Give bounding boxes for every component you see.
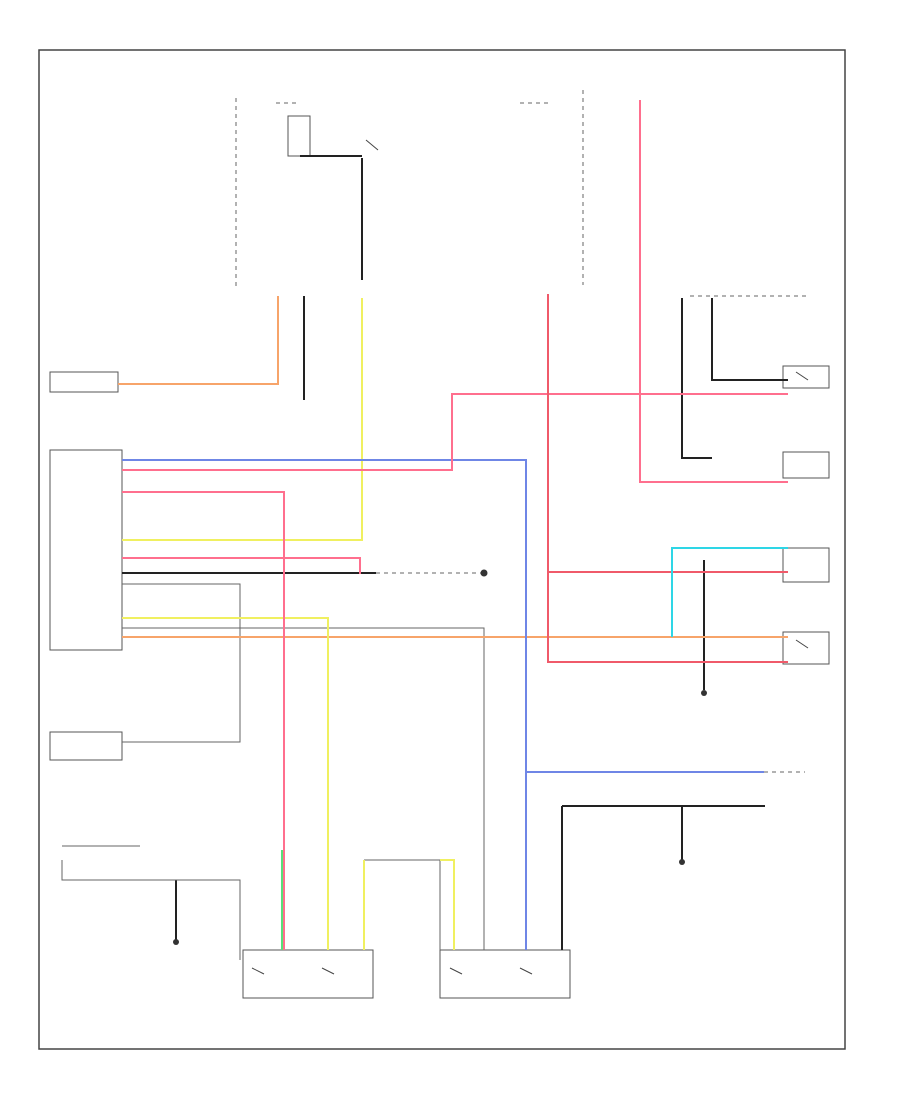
wire-pink-top bbox=[122, 393, 788, 471]
ground-symbol-mid bbox=[480, 569, 488, 577]
wire-black-right-2 bbox=[711, 298, 788, 381]
switch-contact-driver-2 bbox=[321, 967, 335, 975]
wire-gray-lower-left bbox=[61, 860, 241, 960]
right-switch-box-2 bbox=[782, 451, 830, 479]
driver-retractor-box bbox=[242, 949, 374, 999]
sensor-box bbox=[49, 731, 123, 761]
switch-contact-pass-2 bbox=[519, 967, 533, 975]
wire-pink-driver bbox=[122, 491, 285, 950]
wire-yellow-mid bbox=[122, 617, 329, 950]
wire-orange-top bbox=[118, 296, 279, 385]
wire-cyan bbox=[671, 547, 788, 637]
wire-gray-sensor bbox=[122, 583, 241, 743]
wire-pink-right bbox=[639, 100, 788, 483]
ground-symbol-right bbox=[701, 690, 707, 696]
right-switch-box-1 bbox=[782, 365, 830, 389]
wire-pink-lower bbox=[122, 557, 361, 574]
wire-yellow-pass bbox=[440, 859, 455, 950]
ground-symbol-bottom-left bbox=[173, 939, 179, 945]
fuse-block-box bbox=[287, 115, 311, 157]
instrument-panel-box bbox=[49, 371, 119, 393]
wire-black-right-1 bbox=[681, 298, 712, 459]
diagram-frame bbox=[38, 49, 846, 1050]
wire-blue bbox=[122, 459, 527, 950]
ground-symbol-bottom-right bbox=[679, 859, 685, 865]
wire-yellow-top bbox=[122, 298, 363, 541]
switch-contact-fuse bbox=[365, 139, 379, 151]
switch-contact-pass-1 bbox=[449, 967, 463, 975]
right-switch-box-3 bbox=[782, 547, 830, 583]
seatbelt-control-module-box bbox=[49, 449, 123, 651]
switch-contact-driver-1 bbox=[251, 967, 265, 975]
switch-contact-right-1 bbox=[795, 371, 809, 381]
wire-gray-mid bbox=[122, 627, 485, 950]
switch-contact-right-4 bbox=[795, 639, 809, 649]
right-switch-box-4 bbox=[782, 631, 830, 665]
passenger-retractor-box bbox=[439, 949, 571, 999]
wire-red-right bbox=[547, 294, 788, 663]
